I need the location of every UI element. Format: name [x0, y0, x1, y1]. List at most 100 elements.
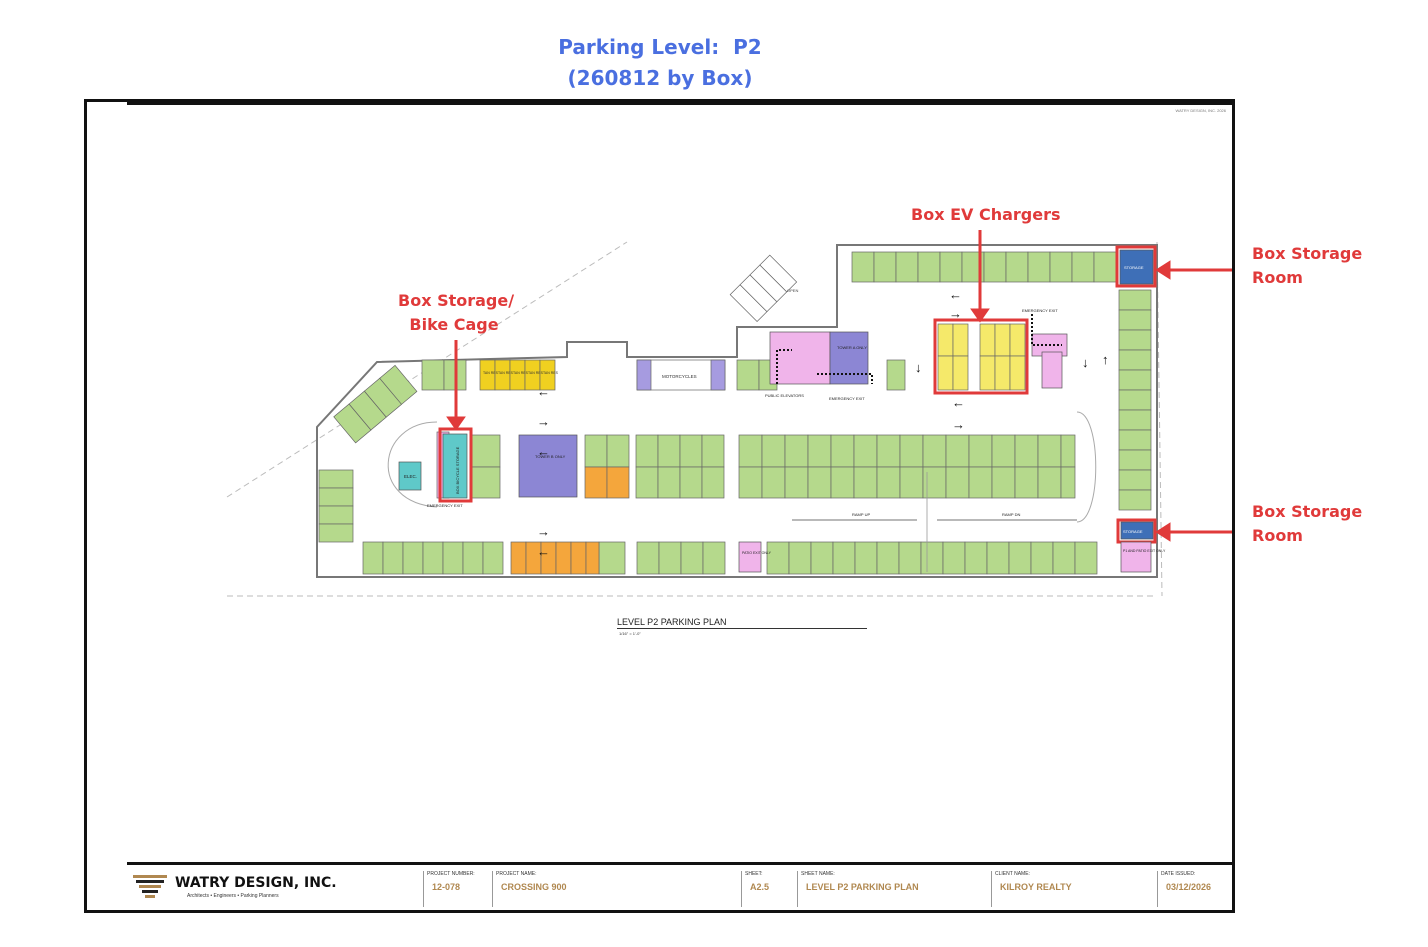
project-name-label: PROJECT NAME: [496, 871, 537, 877]
ramp-up-label: RAMP UP [852, 512, 870, 517]
stall-group-middle-upper [738, 434, 1076, 499]
project-number-cell: PROJECT NUMBER: 12-078 [423, 871, 490, 907]
sheet-cell: SHEET: A2.5 [741, 871, 796, 907]
project-number-value: 12-078 [432, 882, 461, 892]
client-label: CLIENT NAME: [995, 871, 1030, 877]
traffic-arrows: ← → ← → ← ← → ← → ↓ ↓ ↑ [537, 287, 1109, 559]
tandem-reserved-stalls [479, 359, 556, 391]
egress-paths [776, 314, 1062, 384]
page-title-line2: (260812 by Box) [567, 66, 753, 90]
tandem-labels: TAN RES TAN RES TAN RES TAN RES TAN RES [483, 371, 559, 375]
tower-a-core: TOWER A ONLY PUBLIC ELEVATORS EMERGENCY … [765, 331, 869, 401]
svg-text:→: → [537, 524, 550, 539]
svg-text:→: → [952, 417, 965, 432]
patio-exit-label: PATIO EXIT ONLY [742, 551, 772, 555]
p1-patio-exit-label: P1 AND PATIO EXIT ONLY [1123, 549, 1166, 553]
stall-group-bottom [362, 541, 1098, 575]
storage-top-label: STORAGE [1124, 265, 1144, 270]
page-title: Parking Level: P2 (260812 by Box) [460, 32, 860, 94]
drive-aisle-left [387, 421, 438, 508]
client-cell: CLIENT NAME: KILROY REALTY [991, 871, 1156, 907]
svg-text:→: → [537, 414, 550, 429]
motorcycles-label: MOTORCYCLES [662, 374, 697, 379]
svg-text:↑: ↑ [1102, 352, 1109, 367]
sheet-name-value: LEVEL P2 PARKING PLAN [806, 882, 919, 892]
annotation-ev-chargers: Box EV Chargers [911, 203, 1061, 227]
annotation-storage-room-top-line1: Box Storage [1252, 244, 1363, 263]
date-label: DATE ISSUED: [1161, 871, 1196, 877]
storage-top-highlight [1115, 245, 1157, 288]
annotation-storage-room-top-line2: Room [1252, 268, 1303, 287]
svg-text:→: → [949, 306, 962, 321]
svg-text:↓: ↓ [915, 360, 922, 375]
drive-aisle-right [1076, 411, 1097, 523]
project-number-label: PROJECT NUMBER: [427, 871, 475, 877]
motorcycle-area: MOTORCYCLES [636, 359, 726, 391]
tower-a-label: TOWER A ONLY [837, 345, 867, 350]
tower-b-core: TOWER B ONLY [518, 434, 578, 498]
emergency-exit-left-label: EMERGENCY EXIT [427, 503, 463, 508]
sheet-label: SHEET: [745, 871, 763, 877]
emergency-exit-right-label: EMERGENCY EXIT [1022, 308, 1058, 313]
svg-text:←: ← [537, 444, 550, 459]
annotation-storage-bike-line2: Bike Cage [409, 315, 499, 334]
annotation-storage-bike-line1: Box Storage/ [398, 291, 515, 310]
svg-text:←: ← [952, 395, 965, 410]
annotation-storage-room-bottom-line2: Room [1252, 526, 1303, 545]
emergency-exit-mid-label: EMERGENCY EXIT [829, 396, 865, 401]
annotation-arrows [446, 230, 1232, 542]
tan-res-label: TAN RES [543, 371, 559, 375]
right-stair: EMERGENCY EXIT [1022, 308, 1068, 389]
tan-res-label: TAN RES [498, 371, 514, 375]
sheet-value: A2.5 [750, 882, 770, 892]
bike-storage: BOX BICYCLE STORAGE ELEC. EMERGENCY EXIT [398, 431, 468, 508]
annotation-storage-room-bottom-line1: Box Storage [1252, 502, 1363, 521]
tan-res-label: TAN RES [483, 371, 499, 375]
plan-caption: LEVEL P2 PARKING PLAN [617, 617, 867, 629]
project-name-cell: PROJECT NAME: CROSSING 900 [492, 871, 738, 907]
tan-res-label: TAN RES [528, 371, 544, 375]
open-label: OPEN [787, 288, 798, 293]
tower-b-label: TOWER B ONLY [535, 454, 566, 459]
orange-stalls [510, 466, 630, 575]
date-value: 03/12/2026 [1166, 882, 1212, 892]
drawing-sheet: WATRY DESIGN, INC. 2026 [84, 99, 1235, 913]
sheet-top-bar [127, 99, 1235, 105]
storage-room-bottom: STORAGE [1120, 521, 1154, 540]
annotation-storage-room-top: Box Storage Room [1252, 242, 1362, 290]
firm-subtitle: Architects • Engineers • Parking Planner… [187, 893, 279, 899]
storage-bottom-label: STORAGE [1123, 529, 1143, 534]
svg-text:↓: ↓ [1082, 355, 1089, 370]
public-elevators-label: PUBLIC ELEVATORS [765, 393, 804, 398]
annotation-storage-bike: Box Storage/ Bike Cage [398, 289, 515, 337]
sheet-name-cell: SHEET NAME: LEVEL P2 PARKING PLAN [797, 871, 990, 907]
plan-scale: 1/16" = 1'-0" [619, 631, 641, 636]
annotation-ev-chargers-text: Box EV Chargers [911, 205, 1061, 224]
elec-label: ELEC. [404, 474, 417, 479]
svg-text:←: ← [537, 384, 550, 399]
annotation-storage-room-bottom: Box Storage Room [1252, 500, 1362, 548]
tan-res-label: TAN RES [513, 371, 529, 375]
ramp [792, 472, 1077, 572]
client-value: KILROY REALTY [1000, 882, 1072, 892]
sheet-name-label: SHEET NAME: [801, 871, 835, 877]
sheet-credit: WATRY DESIGN, INC. 2026 [1175, 108, 1226, 113]
svg-text:←: ← [949, 287, 962, 302]
patio-exits: PATIO EXIT ONLY P1 AND PATIO EXIT ONLY [738, 541, 1166, 573]
stall-group-top-right [851, 251, 1117, 283]
stall-group-left [318, 254, 798, 543]
watry-logo-icon [133, 875, 167, 898]
parking-plan: TAN RES TAN RES TAN RES TAN RES TAN RES … [226, 230, 1232, 597]
date-cell: DATE ISSUED: 03/12/2026 [1157, 871, 1234, 907]
svg-text:←: ← [537, 544, 550, 559]
stall-group-right-column [1118, 289, 1152, 511]
ev-charger-stalls [937, 323, 1026, 391]
bike-storage-label: BOX BICYCLE STORAGE [455, 446, 460, 494]
storage-room-top: STORAGE [1119, 249, 1154, 285]
building-outline [316, 244, 1158, 578]
property-lines [226, 241, 1163, 597]
title-block: WATRY DESIGN, INC. Architects • Engineer… [127, 862, 1235, 913]
firm-name: WATRY DESIGN, INC. [175, 875, 337, 891]
ramp-dn-label: RAMP DN [1002, 512, 1020, 517]
page-title-line1: Parking Level: P2 [558, 35, 762, 59]
